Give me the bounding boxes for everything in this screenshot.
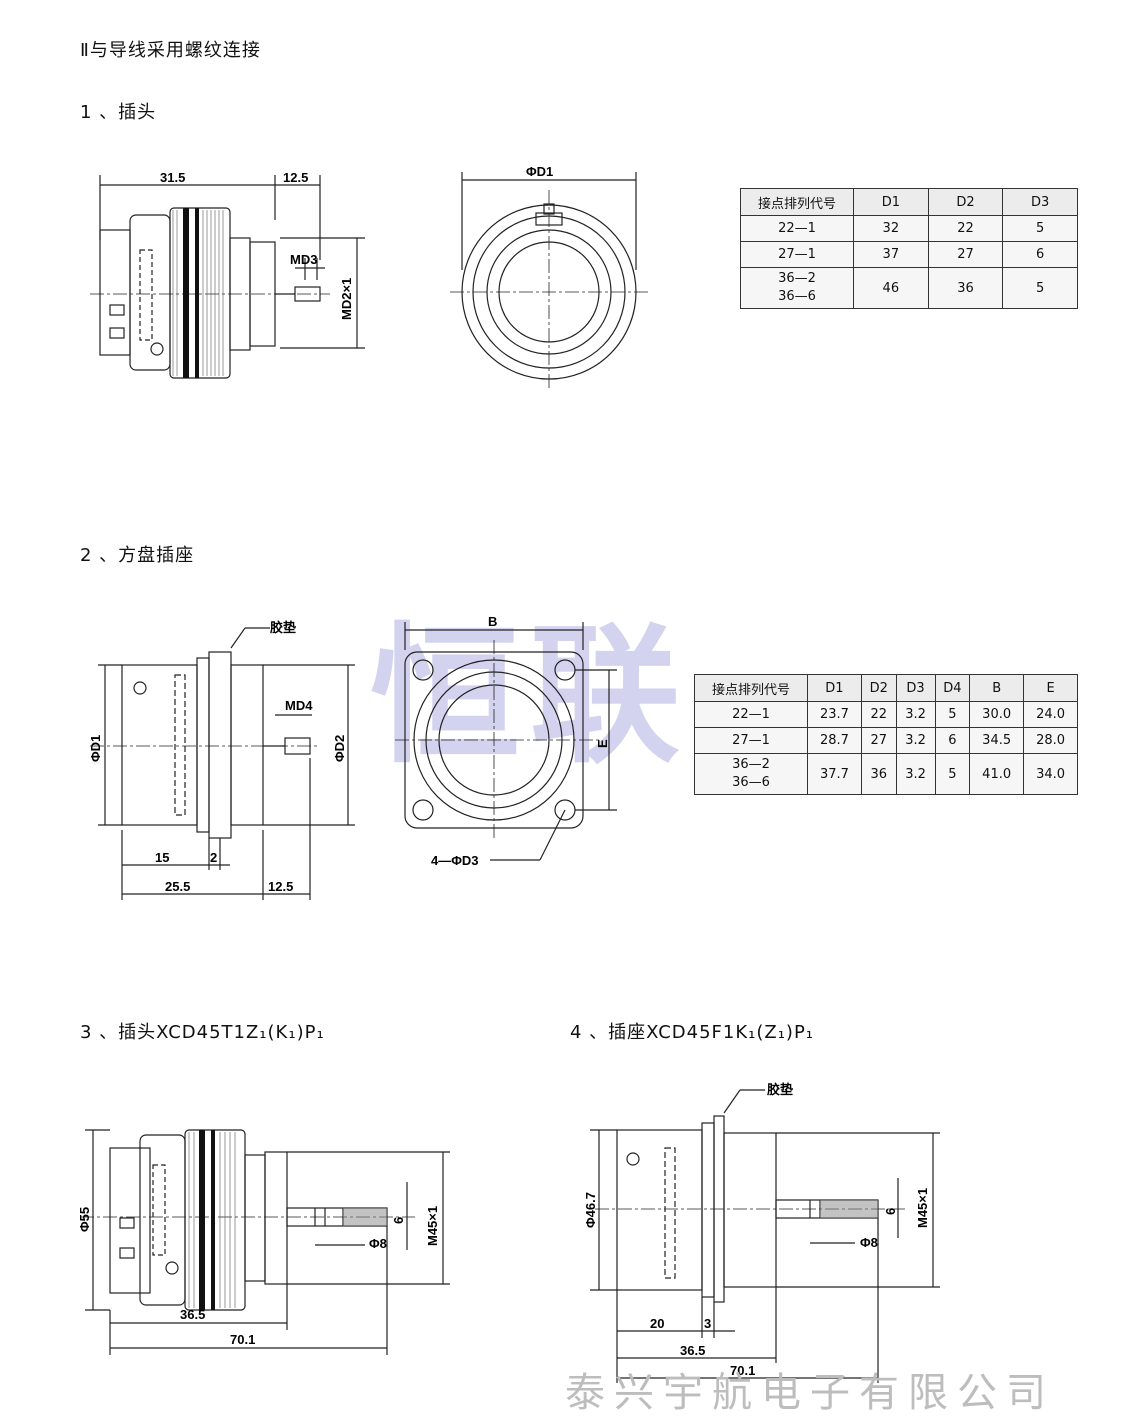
table-cell: 5 bbox=[934, 701, 971, 728]
table-header: 接点排列代号 bbox=[740, 188, 854, 216]
dim-phi8: Φ8 bbox=[369, 1236, 387, 1251]
part2-title: 2 、方盘插座 bbox=[80, 545, 195, 566]
socket-p1-side-view: 胶垫 Φ46.7 M45×1 6 Φ8 20 3 36.5 70.1 bbox=[585, 1082, 940, 1383]
table-header: D2 bbox=[927, 188, 1004, 216]
table-row: 22—1 23.7 22 3.2 5 30.0 24.0 bbox=[694, 701, 1078, 728]
part3-title: 3 、插头XCD45T1Z₁(K₁)P₁ bbox=[80, 1022, 325, 1043]
table-cell: 24.0 bbox=[1023, 701, 1078, 728]
table-cell: 23.7 bbox=[807, 701, 862, 728]
table-header: D4 bbox=[934, 674, 971, 702]
table-cell: 27—1 bbox=[740, 241, 854, 268]
table-cell: 6 bbox=[1002, 241, 1078, 268]
table-cell: 27 bbox=[927, 241, 1004, 268]
dim-phi-d2: ΦD2 bbox=[332, 735, 347, 762]
plug-front-view: ΦD1 bbox=[450, 164, 648, 388]
dim-b: B bbox=[488, 614, 497, 629]
table-cell: 5 bbox=[1002, 215, 1078, 242]
watermark-logo: 恒联 bbox=[370, 608, 691, 784]
table-header: 接点排列代号 bbox=[694, 674, 808, 702]
socket-side-view: 胶垫 MD4 ΦD1 ΦD2 15 2 25.5 12.5 bbox=[88, 620, 355, 900]
table-header: D3 bbox=[895, 674, 936, 702]
table-row: 27—1 28.7 27 3.2 6 34.5 28.0 bbox=[694, 727, 1078, 754]
part2-spec-table: 接点排列代号 D1 D2 D3 D4 B E 22—1 23.7 22 3.2 … bbox=[694, 674, 1078, 795]
dim-12-5b: 12.5 bbox=[268, 879, 293, 894]
socket-flange-view: B E 4—ΦD3 bbox=[395, 614, 617, 868]
table-header: D2 bbox=[860, 674, 897, 702]
dim-e: E bbox=[595, 739, 610, 748]
dim-12-5: 12.5 bbox=[283, 170, 308, 185]
dim-gasket-4: 胶垫 bbox=[767, 1082, 793, 1097]
dim-6-4: 6 bbox=[883, 1208, 898, 1215]
dim-md2: MD2×1 bbox=[339, 278, 354, 320]
table-header-row: 接点排列代号 D1 D2 D3 D4 B E bbox=[694, 674, 1078, 702]
part4-title: 4 、插座XCD45F1K₁(Z₁)P₁ bbox=[570, 1022, 815, 1043]
plug-side-view: 31.5 12.5 MD3 MD2×1 bbox=[90, 170, 365, 379]
table-cell: 5 bbox=[1002, 267, 1078, 309]
table-row: 36—2 36—6 37.7 36 3.2 5 41.0 34.0 bbox=[694, 753, 1078, 795]
table-cell: 34.5 bbox=[969, 727, 1025, 754]
table-cell: 28.0 bbox=[1023, 727, 1078, 754]
table-header: D1 bbox=[853, 188, 929, 216]
table-header-row: 接点排列代号 D1 D2 D3 bbox=[740, 188, 1078, 216]
table-header: D1 bbox=[807, 674, 862, 702]
table-cell: 27 bbox=[860, 727, 897, 754]
table-cell: 22—1 bbox=[740, 215, 854, 242]
dim-70-1: 70.1 bbox=[230, 1332, 255, 1347]
table-cell: 34.0 bbox=[1023, 753, 1078, 795]
dim-25-5: 25.5 bbox=[165, 879, 190, 894]
table-cell: 46 bbox=[853, 267, 929, 309]
dim-holes: 4—ΦD3 bbox=[431, 853, 479, 868]
table-header: E bbox=[1023, 674, 1078, 702]
dim-md4: MD4 bbox=[285, 698, 313, 713]
table-cell: 36—2 36—6 bbox=[740, 267, 854, 309]
table-cell: 3.2 bbox=[895, 727, 936, 754]
dim-d1-plug: ΦD1 bbox=[526, 164, 553, 179]
table-cell: 22 bbox=[860, 701, 897, 728]
dim-phi-d1: ΦD1 bbox=[88, 735, 103, 762]
table-row: 27—1 37 27 6 bbox=[740, 241, 1078, 268]
dim-2: 2 bbox=[210, 850, 217, 865]
dim-m45-4: M45×1 bbox=[915, 1188, 930, 1228]
table-cell: 3.2 bbox=[895, 753, 936, 795]
dim-3: 3 bbox=[704, 1316, 711, 1331]
dim-m45: M45×1 bbox=[425, 1206, 440, 1246]
table-cell: 36—2 36—6 bbox=[694, 753, 808, 795]
part1-title: 1 、插头 bbox=[80, 102, 157, 123]
table-header: D3 bbox=[1002, 188, 1078, 216]
section-title: Ⅱ与导线采用螺纹连接 bbox=[80, 40, 261, 61]
table-cell: 32 bbox=[853, 215, 929, 242]
table-row: 22—1 32 22 5 bbox=[740, 215, 1078, 242]
watermark-company: 泰兴宇航电子有限公司 bbox=[565, 1370, 1055, 1416]
dim-phi-46-7: Φ46.7 bbox=[585, 1192, 598, 1228]
table-cell: 27—1 bbox=[694, 727, 808, 754]
dim-31-5: 31.5 bbox=[160, 170, 185, 185]
table-header: B bbox=[969, 674, 1025, 702]
table-cell: 36 bbox=[860, 753, 897, 795]
table-cell: 6 bbox=[934, 727, 971, 754]
dim-36-5: 36.5 bbox=[180, 1307, 205, 1322]
table-row: 36—2 36—6 46 36 5 bbox=[740, 267, 1078, 309]
dim-phi8-4: Φ8 bbox=[860, 1235, 878, 1250]
table-cell: 5 bbox=[934, 753, 971, 795]
table-cell: 37 bbox=[853, 241, 929, 268]
table-cell: 22—1 bbox=[694, 701, 808, 728]
dim-gasket: 胶垫 bbox=[270, 620, 296, 635]
table-cell: 41.0 bbox=[969, 753, 1025, 795]
table-cell: 28.7 bbox=[807, 727, 862, 754]
dim-70-1-4: 70.1 bbox=[730, 1363, 755, 1378]
dim-20: 20 bbox=[650, 1316, 664, 1331]
dim-md3: MD3 bbox=[290, 252, 317, 267]
dim-6: 6 bbox=[391, 1217, 406, 1224]
dim-phi-55: Φ55 bbox=[77, 1207, 92, 1232]
table-cell: 36 bbox=[927, 267, 1004, 309]
dim-36-5-4: 36.5 bbox=[680, 1343, 705, 1358]
table-cell: 30.0 bbox=[969, 701, 1025, 728]
table-cell: 37.7 bbox=[807, 753, 862, 795]
dim-15: 15 bbox=[155, 850, 169, 865]
table-cell: 3.2 bbox=[895, 701, 936, 728]
part1-spec-table: 接点排列代号 D1 D2 D3 22—1 32 22 5 27—1 37 27 … bbox=[740, 188, 1078, 309]
plug-p1-side-view: Φ55 M45×1 6 Φ8 36.5 70.1 bbox=[77, 1129, 450, 1355]
table-cell: 22 bbox=[927, 215, 1004, 242]
